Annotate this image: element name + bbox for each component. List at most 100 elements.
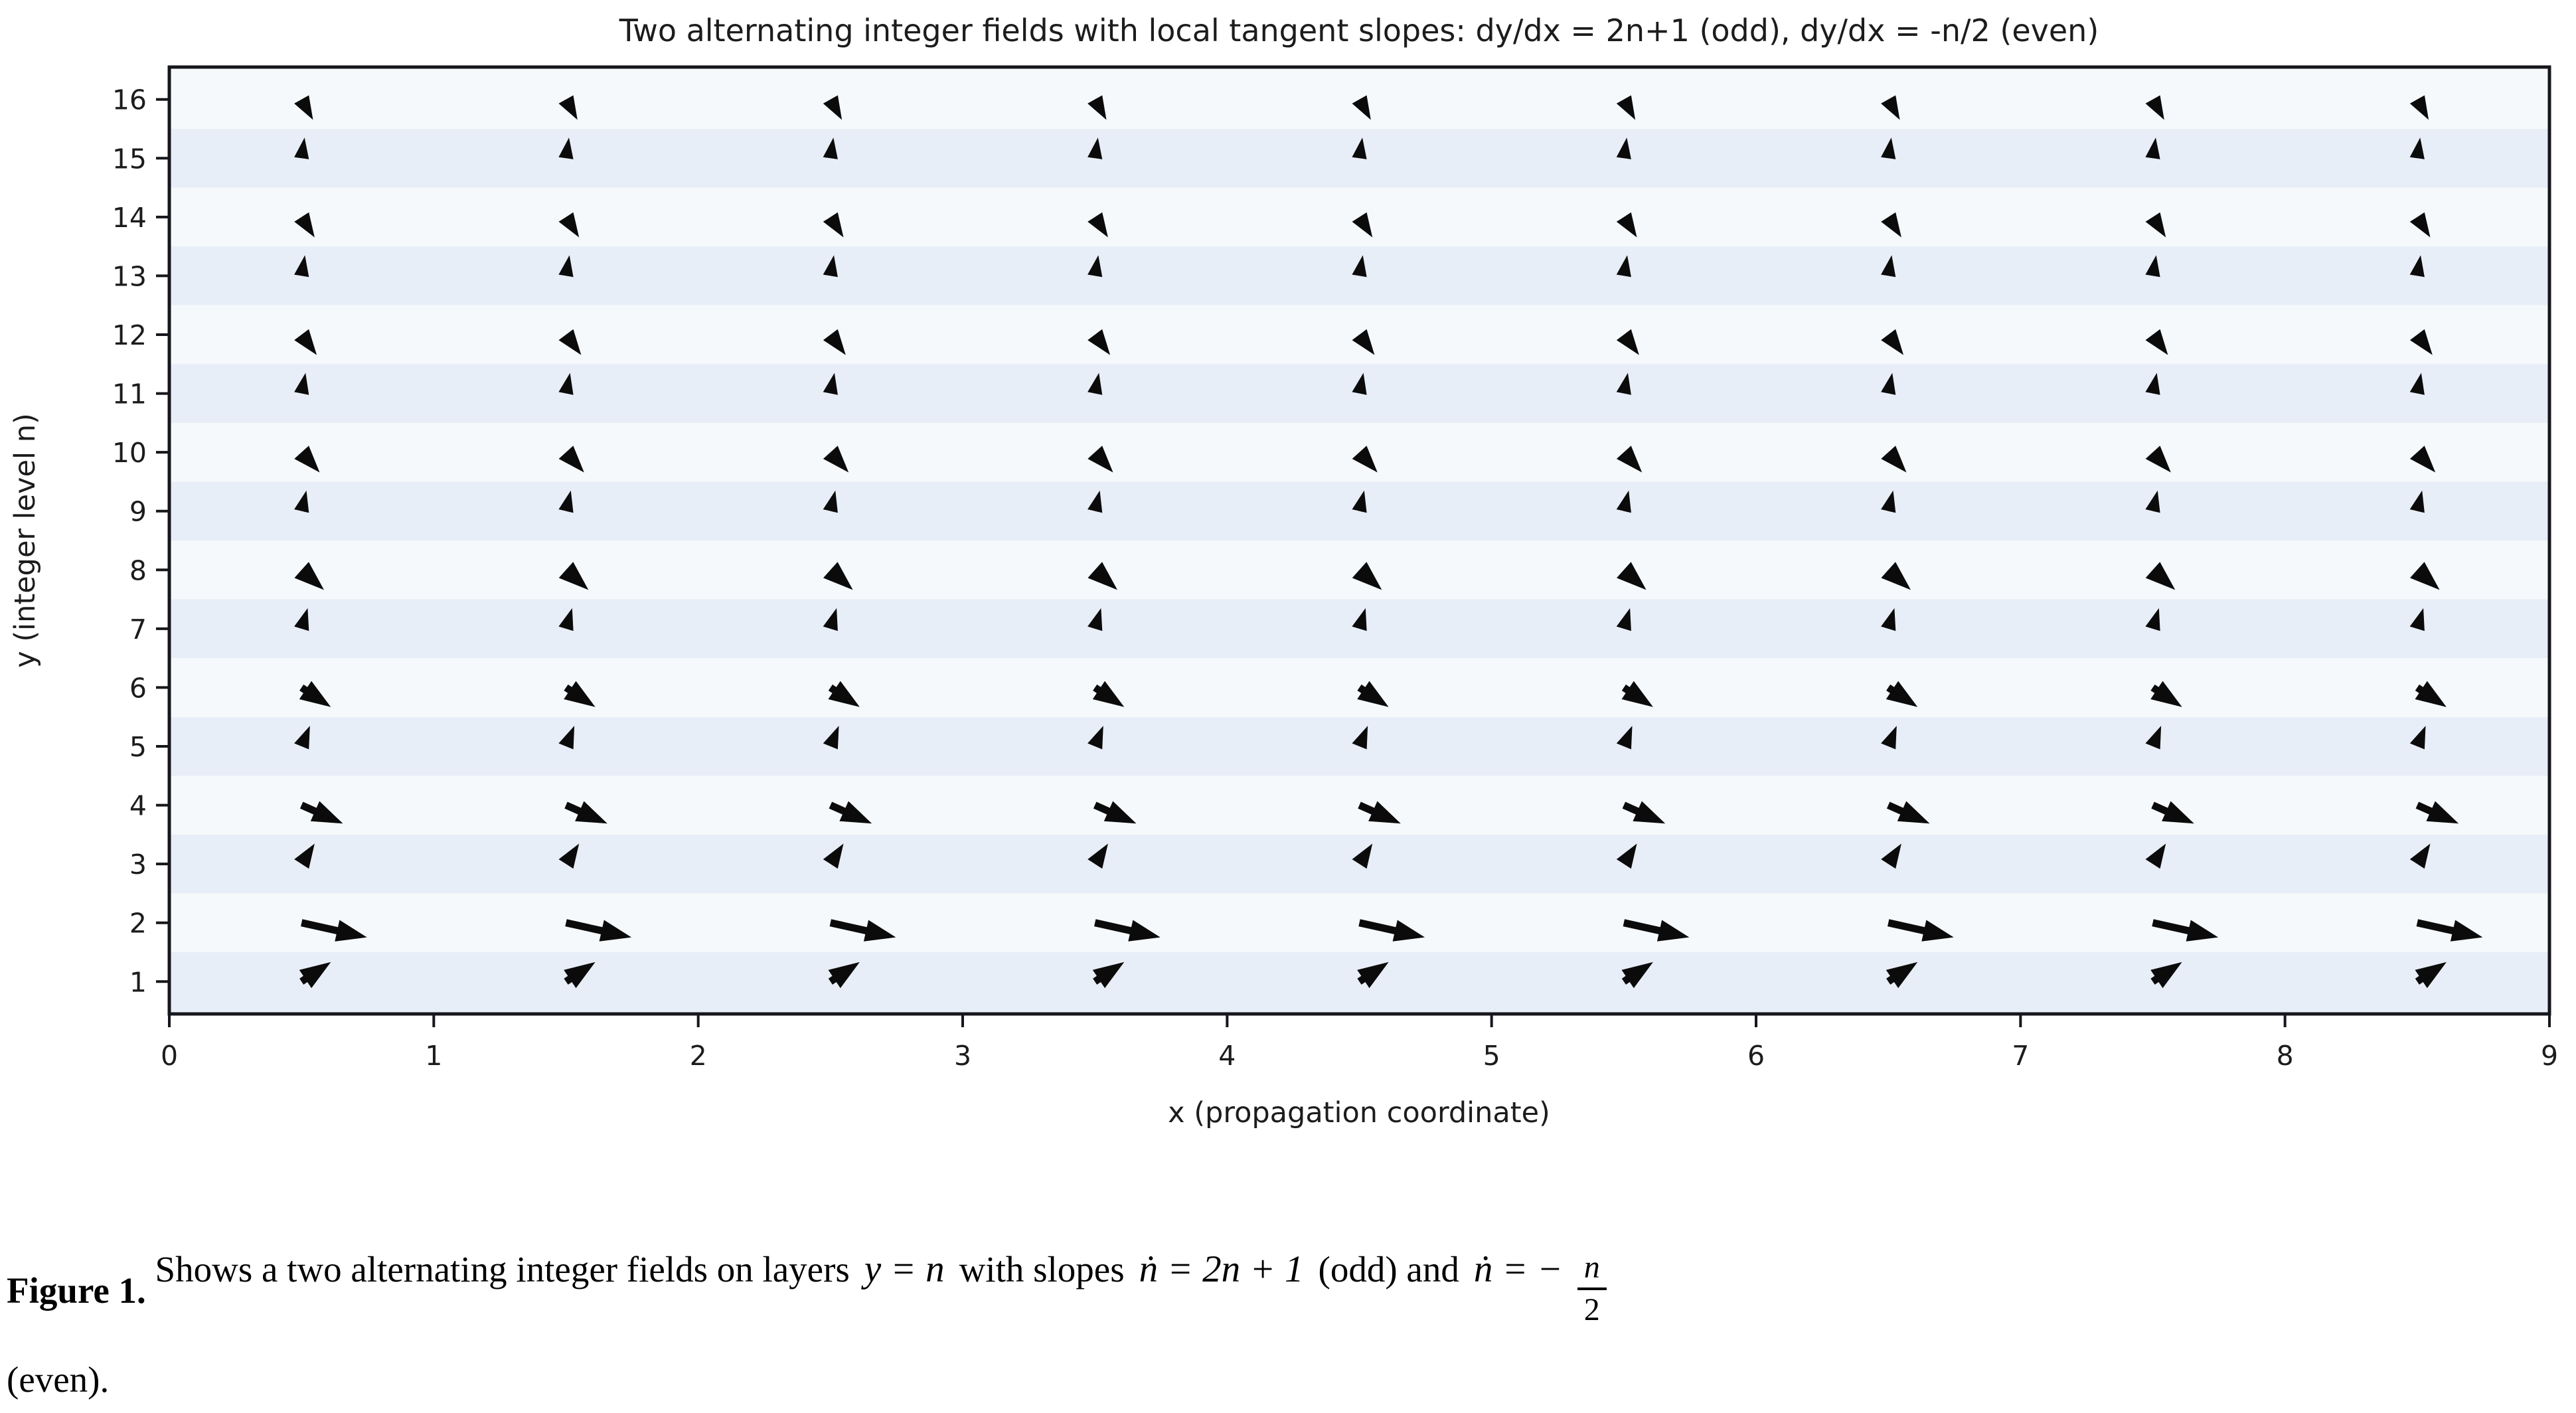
quiver-arrow [1881, 137, 1896, 159]
quiver-arrow [558, 329, 582, 355]
quiver-arrow [823, 137, 838, 159]
quiver-arrow [2409, 608, 2425, 631]
quiver-arrow [823, 608, 838, 631]
quiver-arrow [829, 801, 872, 824]
quiver-arrow [1616, 95, 1636, 120]
quiver-arrow [1093, 801, 1137, 824]
quiver-arrow [1888, 919, 1954, 942]
quiver-arrow [1881, 608, 1896, 631]
y-tick-label: 12 [112, 319, 147, 351]
x-tick-label: 2 [690, 1040, 707, 1072]
quiver-arrow [1087, 212, 1108, 238]
x-tick-label: 0 [161, 1040, 178, 1072]
quiver-arrow [2145, 490, 2160, 513]
quiver-arrow [823, 726, 839, 750]
quiver-arrow [823, 446, 849, 473]
quiver-arrow [294, 562, 324, 590]
quiver-arrow [1352, 137, 1367, 159]
quiver-arrow [1616, 329, 1639, 355]
quiver-arrow [1352, 212, 1373, 238]
y-tick-label: 1 [129, 966, 147, 998]
quiver-arrow [1358, 919, 1425, 942]
quiver-arrow [1087, 843, 1108, 869]
caption-math-text: ṅ = − [1473, 1248, 1563, 1290]
quiver-arrow [1886, 801, 1930, 824]
quiver-arrow [1621, 681, 1653, 707]
quiver-arrow [2415, 801, 2459, 824]
quiver-arrow [558, 608, 574, 631]
quiver-arrow [1616, 843, 1637, 869]
caption-math-text: y = n [864, 1248, 945, 1290]
quiver-arrow [1087, 608, 1103, 631]
quiver-arrow [558, 562, 589, 590]
quiver-arrow [1087, 490, 1103, 513]
quiver-arrow [1881, 446, 1907, 473]
quiver-arrow [1616, 608, 1631, 631]
quiver-arrow [558, 726, 575, 750]
quiver-arrow [1087, 562, 1117, 590]
quiver-arrow [1881, 726, 1897, 750]
quiver-arrow [299, 961, 331, 989]
quiver-arrow [2145, 255, 2160, 278]
quiver-arrow [1621, 961, 1653, 989]
quiver-arrow [1087, 446, 1113, 473]
quiver-arrow [1881, 95, 1900, 120]
y-tick-label: 14 [112, 202, 147, 234]
quiver-arrow [294, 329, 317, 355]
quiver-arrow [1352, 843, 1373, 869]
y-axis-label: y (integer level n) [9, 413, 42, 667]
quiver-arrow [2145, 562, 2176, 590]
fraction-denominator: 2 [1577, 1288, 1607, 1326]
quiver-arrow [2409, 255, 2425, 278]
row-bands [169, 67, 2549, 1014]
x-tick-label: 4 [1218, 1040, 1236, 1072]
y-tick-label: 8 [129, 554, 147, 586]
quiver-arrow [564, 801, 607, 824]
quiver-arrow [294, 255, 309, 278]
level-band [169, 422, 2549, 482]
quiver-arrow [1352, 255, 1367, 278]
caption-text: with slopes [959, 1249, 1125, 1289]
caption-figure-label: Figure 1. [7, 1270, 146, 1311]
quiver-arrow [1617, 562, 1647, 590]
quiver-arrow [1087, 137, 1103, 159]
quiver-arrow [1358, 801, 1401, 824]
y-tick-label: 11 [112, 378, 147, 410]
quiver-arrow [558, 137, 574, 159]
quiver-arrow [1352, 329, 1375, 355]
quiver-arrow [1352, 726, 1368, 750]
quiver-arrow [2409, 726, 2426, 750]
quiver-arrow [828, 961, 860, 989]
quiver-arrow [1094, 919, 1161, 942]
level-band [169, 658, 2549, 717]
quiver-arrow [1881, 373, 1896, 395]
quiver-arrow [294, 373, 309, 395]
quiver-arrow [2416, 919, 2483, 942]
quiver-arrow [1623, 919, 1690, 942]
x-tick-label: 8 [2277, 1040, 2294, 1072]
caption-text: (odd) and [1318, 1249, 1459, 1289]
quiver-arrow [2145, 329, 2168, 355]
fraction-numerator: n [1583, 1250, 1600, 1285]
quiver-arrow [1881, 843, 1901, 869]
figure-caption: Figure 1. Shows a two alternating intege… [7, 1234, 2543, 1398]
y-tick-label: 5 [129, 731, 147, 763]
quiver-arrow [2145, 95, 2164, 120]
quiver-arrow [294, 726, 310, 750]
quiver-arrow [558, 490, 574, 513]
quiver-arrow [294, 843, 315, 869]
level-band [169, 246, 2549, 305]
quiver-arrow [1881, 255, 1896, 278]
x-tick-label: 7 [2012, 1040, 2029, 1072]
quiver-arrow [2145, 373, 2160, 395]
quiver-arrow [1616, 212, 1637, 238]
y-tick-label: 9 [129, 496, 147, 528]
y-tick-label: 7 [129, 614, 147, 645]
quiver-arrow [1616, 255, 1631, 278]
quiver-arrow [2409, 95, 2429, 120]
quiver-arrow [294, 490, 309, 513]
quiver-arrow [2409, 137, 2425, 159]
quiver-arrow [2409, 373, 2425, 395]
quiver-arrow [1352, 490, 1367, 513]
quiver-arrow [2410, 562, 2440, 590]
